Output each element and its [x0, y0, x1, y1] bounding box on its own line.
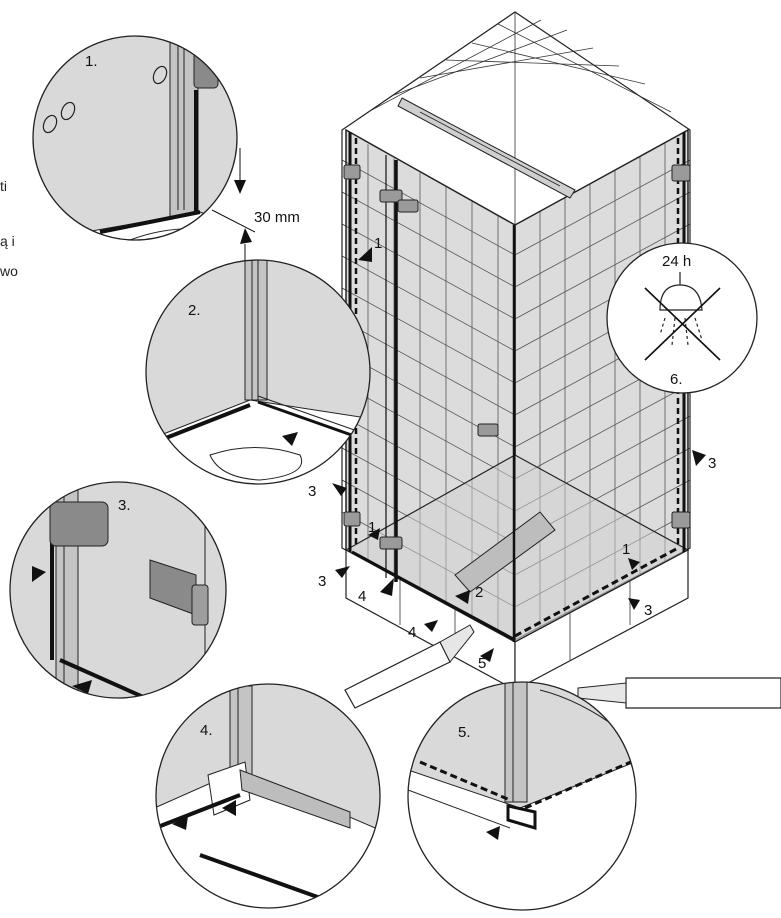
detail-2: 2. [145, 259, 371, 485]
sealant-tube-left [344, 624, 475, 709]
stray-text: ti ą i wo [0, 178, 18, 279]
stray-text-3: wo [0, 263, 18, 279]
stray-text-2: ą i [0, 233, 15, 249]
callout-number: 3 [708, 455, 716, 472]
callout-number: 4 [408, 624, 416, 641]
callout-number: 3 [318, 573, 326, 590]
detail-6-label: 6. [670, 371, 683, 388]
callouts: 1 3 1 3 4 2 4 5 1 3 3 [308, 235, 716, 672]
detail-3: 3. [9, 481, 227, 699]
detail-5: 5. [407, 681, 637, 911]
callout-number: 5 [478, 655, 486, 672]
detail-4-label: 4. [200, 722, 213, 739]
callout-number: 1 [368, 519, 376, 536]
measurement-30mm: 30 mm [254, 209, 300, 226]
detail-1-label: 1. [85, 53, 98, 70]
detail-3-label: 3. [118, 497, 131, 514]
detail-2-label: 2. [188, 302, 201, 319]
detail-4: 4. [155, 683, 381, 909]
detail-5-label: 5. [458, 724, 471, 741]
callout-number: 2 [475, 584, 483, 601]
callout-number: 4 [358, 588, 366, 605]
stray-text-1: ti [0, 178, 7, 194]
detail-1: 1. 30 mm [32, 35, 300, 264]
callout-number: 3 [644, 602, 652, 619]
detail-6: 24 h 6. [606, 242, 758, 394]
wait-duration: 24 h [662, 253, 691, 270]
callout-number: 1 [374, 235, 382, 252]
callout-number: 3 [308, 483, 316, 500]
shower-head-icon [659, 272, 703, 346]
callout-number: 1 [622, 541, 630, 558]
prohibited-cross-icon [644, 287, 721, 361]
sealant-tube-right [577, 677, 781, 709]
